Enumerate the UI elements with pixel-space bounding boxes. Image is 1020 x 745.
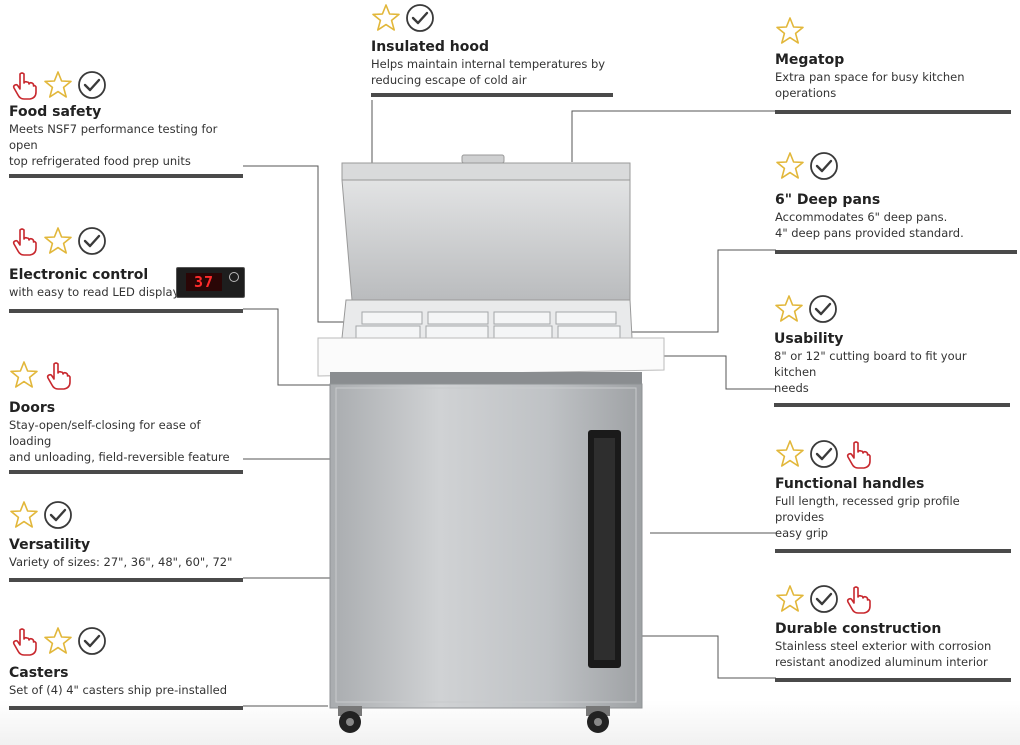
insulated-hood-lid (341, 154, 631, 306)
feature-title: Insulated hood (371, 39, 490, 55)
divider-bar (775, 678, 1011, 682)
check-circle-icon (808, 294, 838, 324)
hand-pointer-icon (9, 70, 39, 100)
pan-well (341, 299, 633, 339)
star-icon (43, 626, 73, 656)
hand-pointer-icon (843, 584, 873, 614)
star-icon (775, 151, 805, 181)
casters (338, 706, 610, 733)
feature-electronic-control: Electronic control with easy to read LED… (9, 224, 243, 313)
feature-usability: Usability 8" or 12" cutting board to fit… (774, 292, 1010, 407)
feature-description: with easy to read LED display (9, 285, 180, 299)
feature-title: Casters (9, 665, 69, 681)
star-icon (774, 294, 804, 324)
check-circle-icon (809, 439, 839, 469)
feature-title: 6" Deep pans (775, 192, 881, 208)
feature-title: Functional handles (775, 476, 925, 492)
star-icon (775, 439, 805, 469)
hand-pointer-icon (843, 439, 873, 469)
divider-bar (9, 706, 243, 710)
star-icon (775, 584, 805, 614)
feature-description: Stainless steel exterior with corrosion … (775, 639, 992, 669)
check-circle-icon (77, 70, 107, 100)
divider-bar (775, 250, 1017, 254)
feature-food-safety: Food safety Meets NSF7 performance testi… (9, 68, 243, 178)
hand-pointer-icon (9, 226, 39, 256)
feature-casters: Casters Set of (4) 4" casters ship pre-i… (9, 624, 243, 710)
star-icon (43, 226, 73, 256)
check-circle-icon (809, 151, 839, 181)
feature-insulated-hood: Insulated hood Helps maintain internal t… (371, 1, 613, 97)
cutting-board (317, 337, 665, 377)
star-icon (43, 70, 73, 100)
hand-pointer-icon (43, 360, 73, 390)
feature-description: Set of (4) 4" casters ship pre-installed (9, 683, 228, 697)
feature-description: Stay-open/self-closing for ease of loadi… (9, 418, 230, 464)
feature-description: Full length, recessed grip profile provi… (775, 494, 960, 540)
check-circle-icon (77, 226, 107, 256)
feature-title: Food safety (9, 104, 102, 120)
divider-bar (9, 578, 243, 582)
feature-durable-construction: Durable construction Stainless steel ext… (775, 582, 1011, 682)
divider-bar (9, 470, 243, 474)
star-icon (371, 3, 401, 33)
feature-description: Helps maintain internal temperatures by … (371, 57, 606, 87)
feature-versatility: Versatility Variety of sizes: 27", 36", … (9, 498, 243, 582)
feature-description: 8" or 12" cutting board to fit your kitc… (774, 349, 967, 395)
feature-title: Versatility (9, 537, 91, 553)
divider-bar (775, 110, 1011, 114)
feature-deep-pans: 6" Deep pans Accommodates 6" deep pans. … (775, 149, 1017, 254)
feature-title: Durable construction (775, 621, 942, 637)
check-circle-icon (809, 584, 839, 614)
feature-title: Electronic control (9, 267, 149, 283)
feature-functional-handles: Functional handles Full length, recessed… (775, 437, 1011, 553)
cabinet-body (329, 372, 643, 709)
feature-title: Megatop (775, 52, 845, 68)
check-circle-icon (43, 500, 73, 530)
feature-megatop: Megatop Extra pan space for busy kitchen… (775, 14, 1011, 114)
leader-lines (243, 100, 776, 707)
divider-bar (9, 309, 243, 313)
feature-title: Usability (774, 331, 844, 347)
divider-bar (775, 549, 1011, 553)
divider-bar (774, 403, 1010, 407)
led-reading: 37 (186, 273, 222, 291)
feature-title: Doors (9, 400, 56, 416)
feature-doors: Doors Stay-open/self-closing for ease of… (9, 358, 243, 474)
feature-description: Variety of sizes: 27", 36", 48", 60", 72… (9, 555, 233, 569)
check-circle-icon (405, 3, 435, 33)
star-icon (9, 500, 39, 530)
feature-description: Accommodates 6" deep pans. 4" deep pans … (775, 210, 964, 240)
led-display-image: 37 (176, 267, 245, 298)
divider-bar (9, 174, 243, 178)
hand-pointer-icon (9, 626, 39, 656)
feature-description: Extra pan space for busy kitchen operati… (775, 70, 965, 100)
snowflake-icon (229, 272, 239, 282)
divider-bar (371, 93, 613, 97)
star-icon (9, 360, 39, 390)
feature-description: Meets NSF7 performance testing for open … (9, 122, 218, 168)
check-circle-icon (77, 626, 107, 656)
star-icon (775, 16, 805, 46)
